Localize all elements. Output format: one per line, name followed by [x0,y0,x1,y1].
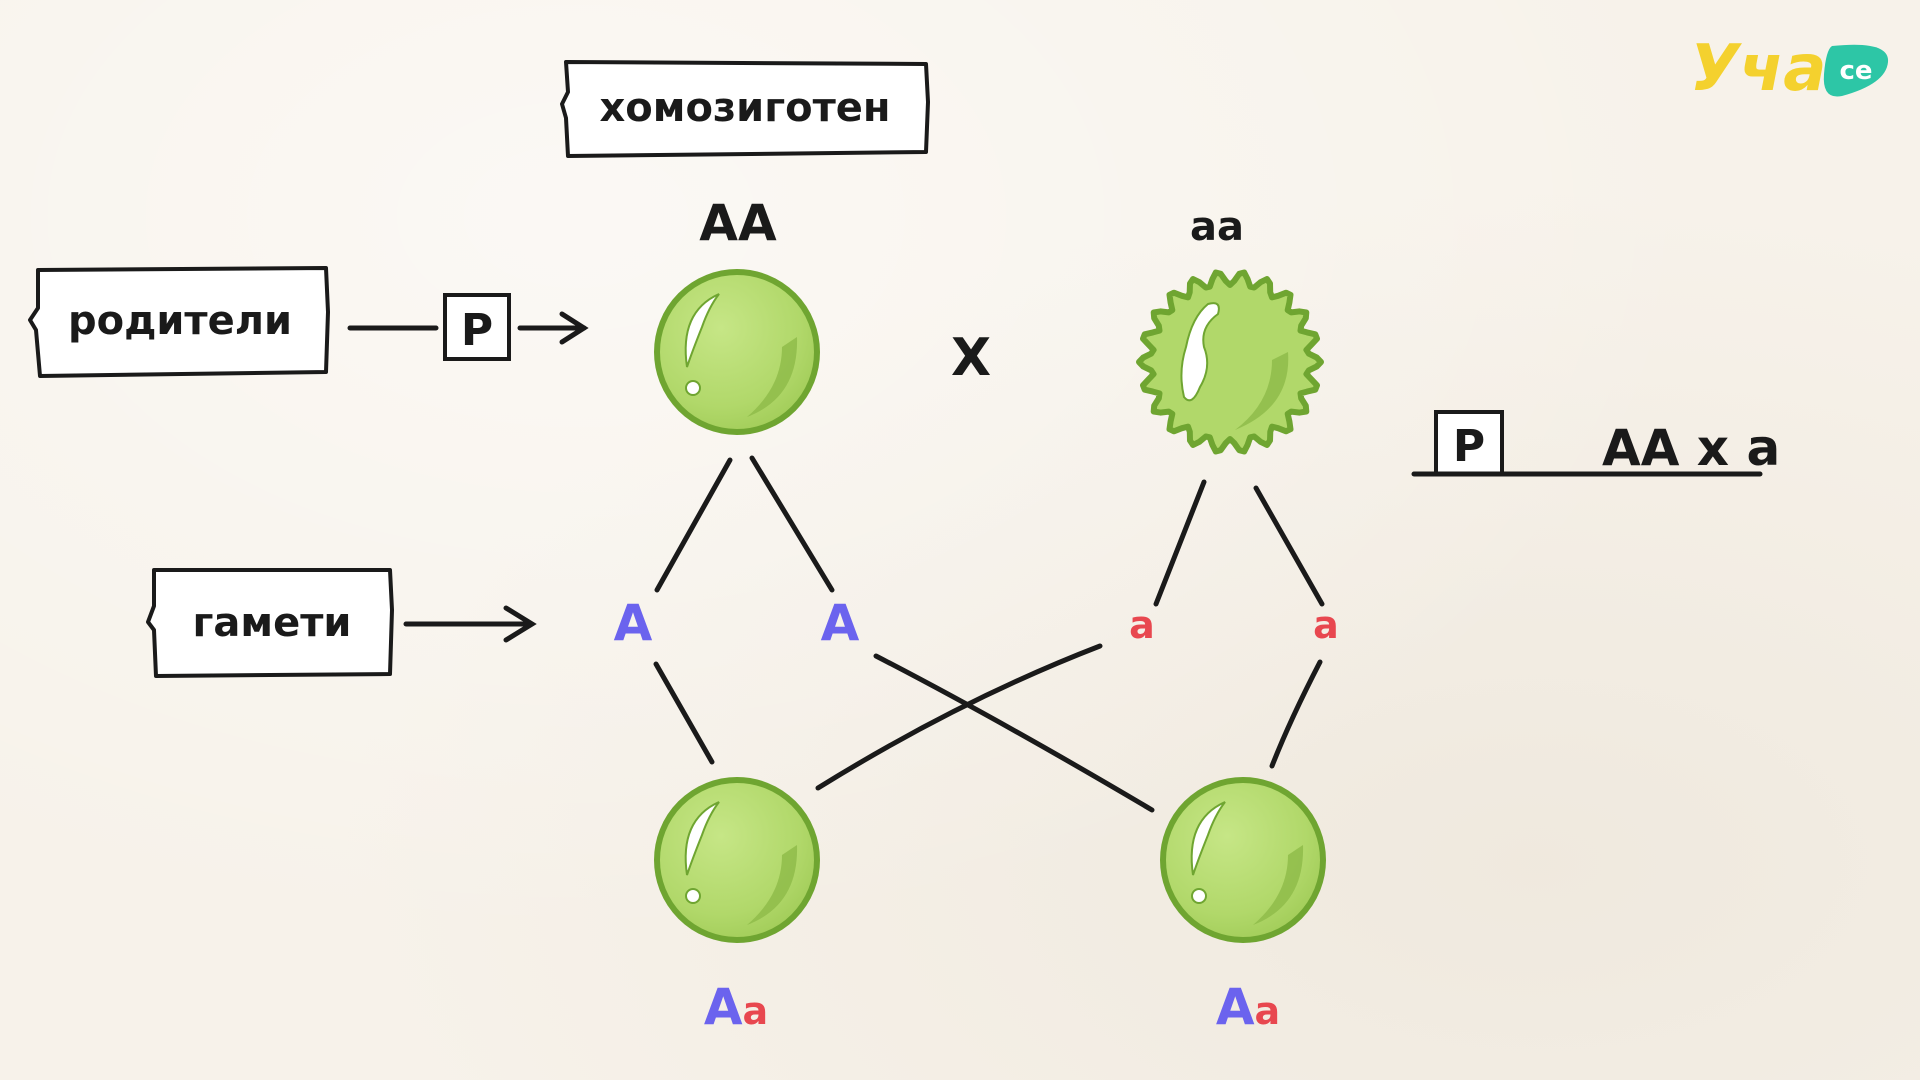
gametes-label-box: гамети [146,568,394,678]
parent-1-smooth-seed [657,272,817,432]
offspring-2-genotype: Aa [1216,978,1280,1036]
line-p1-to-gamete-1 [654,457,733,593]
gamete-2: A [821,594,860,652]
parent-2-genotype: aa [1190,204,1244,250]
line-gamete-2-to-offspring-2 [873,653,1155,813]
logo-badge-shape [1823,44,1889,97]
parent-1-genotype: AA [699,194,777,252]
line-p1-to-gamete-2 [749,455,835,593]
ucha-se-logo: Уча се [1690,32,1889,106]
gamete-3: a [1129,603,1155,647]
offspring-2-smooth-seed [1163,780,1323,940]
gametes-arrow [403,605,537,643]
cross-symbol: X [951,328,991,388]
line-gamete-4-to-offspring-2 [1269,659,1323,769]
offspring-2-recessive-allele: a [1255,989,1281,1033]
parent-2-wrinkled-seed [1136,269,1324,455]
parent-symbol: P [461,305,493,356]
logo-text: Уча [1690,32,1826,106]
logo-badge-text: се [1839,56,1872,86]
notation-row: P AA x a [1411,410,1780,477]
notation-symbol-box [1434,410,1504,476]
offspring-1-genotype: Aa [704,978,768,1036]
notation-symbol: P [1453,421,1485,472]
offspring-1-recessive-allele: a [743,989,769,1033]
line-gamete-1-to-offspring-1 [653,661,715,765]
parents-arrow [517,311,589,345]
gamete-1: A [614,594,653,652]
notation-formula: AA x a [1602,419,1780,477]
parents-label-box: родители [28,266,330,378]
gametes-label: гамети [193,600,352,646]
offspring-2-dominant-allele: A [1216,978,1255,1036]
line-p2-to-gamete-4 [1253,485,1325,607]
homozygous-label: хомозиготен [599,85,890,131]
gamete-4: a [1313,603,1339,647]
homozygous-label-box: хомозиготен [560,60,930,158]
line-p2-to-gamete-3 [1153,479,1207,607]
parents-label: родители [68,298,292,344]
line-gamete-3-to-offspring-1 [815,643,1103,791]
offspring-1-smooth-seed [657,780,817,940]
parent-symbol-box: P [443,293,511,361]
offspring-1-dominant-allele: A [704,978,743,1036]
